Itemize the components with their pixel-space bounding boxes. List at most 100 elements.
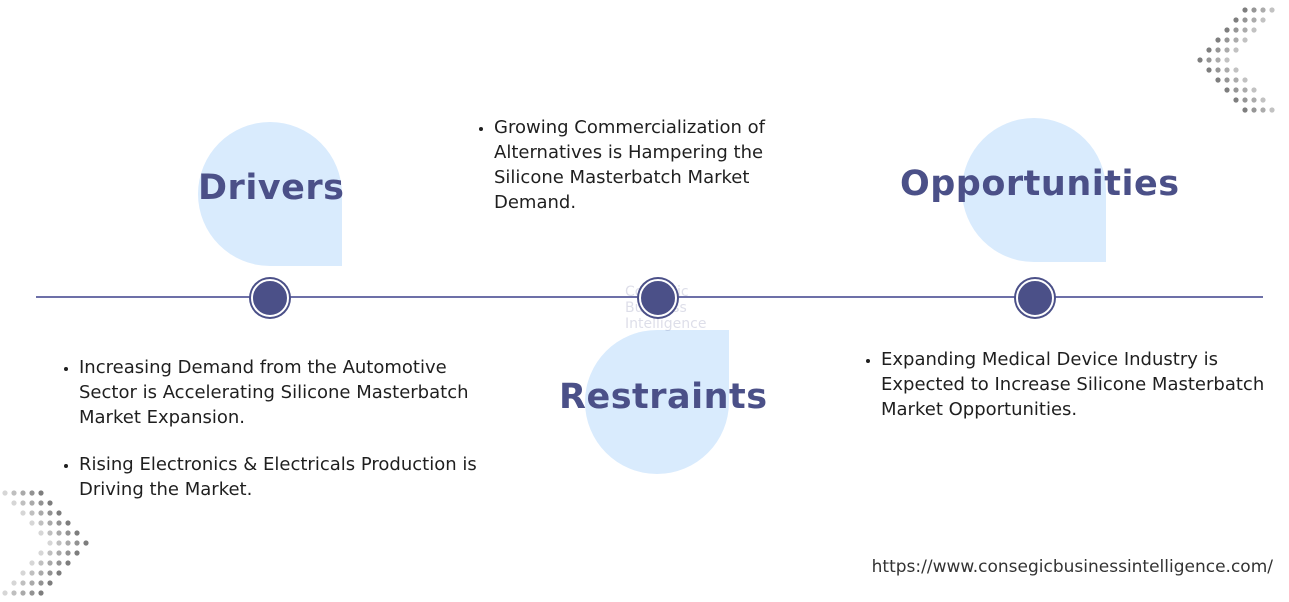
dot xyxy=(47,570,53,576)
dot xyxy=(1251,17,1257,23)
dot xyxy=(38,560,44,566)
dot xyxy=(1260,7,1266,13)
dot xyxy=(11,500,17,506)
dot xyxy=(56,550,62,556)
dot xyxy=(1260,107,1266,113)
dot xyxy=(1260,17,1266,23)
opportunities-blob xyxy=(962,118,1106,262)
dot xyxy=(1269,7,1275,13)
dot xyxy=(20,580,26,586)
dot xyxy=(47,520,53,526)
drivers-heading: Drivers xyxy=(198,168,345,208)
dot xyxy=(29,560,35,566)
dot xyxy=(74,530,80,536)
dot xyxy=(1269,107,1275,113)
dot xyxy=(1233,27,1239,33)
dot xyxy=(38,570,44,576)
drivers-list: Increasing Demand from the Automotive Se… xyxy=(55,355,509,524)
dot xyxy=(47,540,53,546)
dot xyxy=(20,500,26,506)
dot xyxy=(47,530,53,536)
dot xyxy=(1242,87,1248,93)
dot xyxy=(29,510,35,516)
dot xyxy=(1224,27,1230,33)
dot xyxy=(1224,47,1230,53)
drivers-item: Rising Electronics & Electricals Product… xyxy=(79,452,509,502)
dot xyxy=(38,520,44,526)
dot xyxy=(29,590,35,596)
dot xyxy=(20,570,26,576)
dot xyxy=(1224,57,1230,63)
dot xyxy=(1242,7,1248,13)
dot xyxy=(47,560,53,566)
footer-url[interactable]: https://www.consegicbusinessintelligence… xyxy=(871,557,1273,577)
dot xyxy=(20,590,26,596)
dot-pattern-top-right xyxy=(1195,5,1289,119)
dot xyxy=(1251,27,1257,33)
dot xyxy=(20,490,26,496)
dot xyxy=(2,590,8,596)
dot xyxy=(1215,67,1221,73)
opportunities-list: Expanding Medical Device Industry is Exp… xyxy=(857,347,1281,444)
dot xyxy=(38,590,44,596)
dot xyxy=(1233,37,1239,43)
dot xyxy=(1233,67,1239,73)
dot xyxy=(1251,87,1257,93)
dot xyxy=(1242,17,1248,23)
dot xyxy=(1251,7,1257,13)
dot xyxy=(1233,17,1239,23)
dot xyxy=(1251,107,1257,113)
dot xyxy=(47,580,53,586)
dot xyxy=(47,550,53,556)
dot xyxy=(74,550,80,556)
dot xyxy=(29,500,35,506)
dot xyxy=(29,490,35,496)
dot xyxy=(83,540,89,546)
dot xyxy=(56,530,62,536)
dot xyxy=(74,540,80,546)
restraints-node xyxy=(639,279,677,317)
dot xyxy=(65,520,71,526)
dot xyxy=(1242,27,1248,33)
dot xyxy=(1206,67,1212,73)
dot xyxy=(38,580,44,586)
dot xyxy=(1224,87,1230,93)
dot xyxy=(1224,37,1230,43)
dot xyxy=(56,510,62,516)
dot xyxy=(1242,97,1248,103)
drivers-node xyxy=(251,279,289,317)
dot xyxy=(1233,87,1239,93)
dot xyxy=(1242,77,1248,83)
opportunities-node xyxy=(1016,279,1054,317)
dot xyxy=(1251,97,1257,103)
dot xyxy=(1242,37,1248,43)
dot xyxy=(56,540,62,546)
dot xyxy=(1206,47,1212,53)
dot-pattern-bottom-left xyxy=(0,488,95,602)
dot xyxy=(11,580,17,586)
restraints-heading: Restraints xyxy=(559,377,768,417)
dot xyxy=(1242,107,1248,113)
dot xyxy=(38,490,44,496)
restraints-blob xyxy=(585,330,729,474)
dot xyxy=(29,520,35,526)
dot xyxy=(29,570,35,576)
dot xyxy=(1215,37,1221,43)
dot xyxy=(1233,97,1239,103)
dot xyxy=(1233,77,1239,83)
dot xyxy=(56,520,62,526)
dot xyxy=(65,540,71,546)
dot xyxy=(56,560,62,566)
dot xyxy=(38,550,44,556)
dot xyxy=(1215,47,1221,53)
dot xyxy=(1224,77,1230,83)
dot xyxy=(38,530,44,536)
dot xyxy=(1224,67,1230,73)
restraints-list: Growing Commercialization of Alternative… xyxy=(470,115,814,237)
dot xyxy=(56,570,62,576)
dot xyxy=(1260,97,1266,103)
opportunities-item: Expanding Medical Device Industry is Exp… xyxy=(881,347,1281,422)
dot xyxy=(11,490,17,496)
dot xyxy=(38,510,44,516)
restraints-item: Growing Commercialization of Alternative… xyxy=(494,115,814,215)
